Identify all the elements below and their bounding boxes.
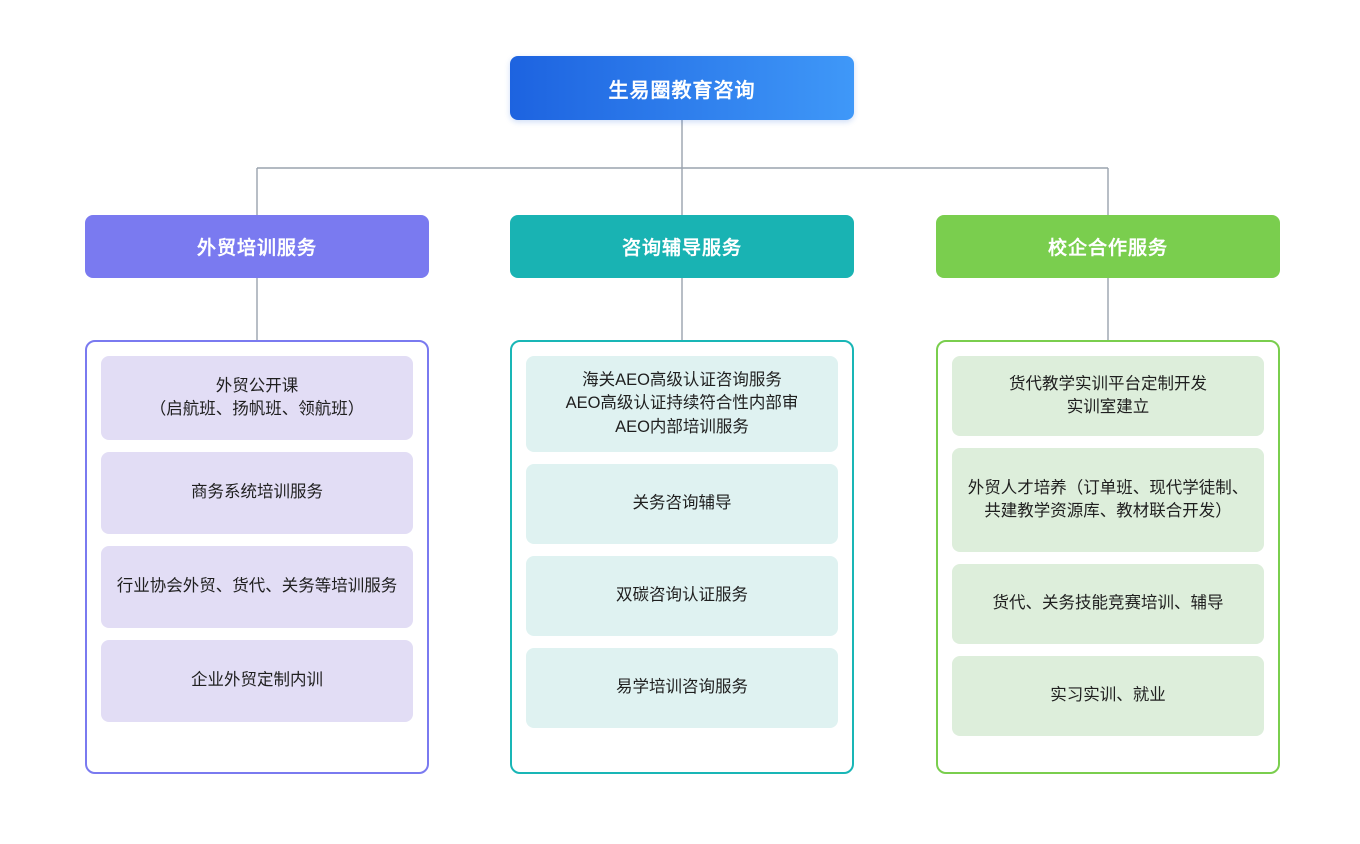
branch-body-school-enterprise-cooperation: 货代教学实训平台定制开发 实训室建立 外贸人才培养（订单班、现代学徒制、共建教学…	[936, 340, 1280, 774]
branch-header-consulting-tutoring[interactable]: 咨询辅导服务	[510, 215, 854, 278]
leaf-item[interactable]: 双碳咨询认证服务	[526, 556, 838, 636]
root-node[interactable]: 生易圈教育咨询	[510, 56, 854, 120]
branch-column-3: 校企合作服务 货代教学实训平台定制开发 实训室建立 外贸人才培养（订单班、现代学…	[936, 215, 1280, 774]
leaf-item[interactable]: 商务系统培训服务	[101, 452, 413, 534]
leaf-item[interactable]: 实习实训、就业	[952, 656, 1264, 736]
leaf-item[interactable]: 关务咨询辅导	[526, 464, 838, 544]
branch-column-2: 咨询辅导服务 海关AEO高级认证咨询服务 AEO高级认证持续符合性内部审 AEO…	[510, 215, 854, 774]
leaf-item[interactable]: 易学培训咨询服务	[526, 648, 838, 728]
leaf-item[interactable]: 外贸人才培养（订单班、现代学徒制、共建教学资源库、教材联合开发）	[952, 448, 1264, 552]
branch-column-1: 外贸培训服务 外贸公开课 （启航班、扬帆班、领航班） 商务系统培训服务 行业协会…	[85, 215, 429, 774]
leaf-item[interactable]: 行业协会外贸、货代、关务等培训服务	[101, 546, 413, 628]
branch-header-school-enterprise-cooperation[interactable]: 校企合作服务	[936, 215, 1280, 278]
leaf-item[interactable]: 外贸公开课 （启航班、扬帆班、领航班）	[101, 356, 413, 440]
leaf-item[interactable]: 企业外贸定制内训	[101, 640, 413, 722]
leaf-item[interactable]: 货代、关务技能竞赛培训、辅导	[952, 564, 1264, 644]
branch-header-foreign-trade-training[interactable]: 外贸培训服务	[85, 215, 429, 278]
leaf-item[interactable]: 海关AEO高级认证咨询服务 AEO高级认证持续符合性内部审 AEO内部培训服务	[526, 356, 838, 452]
leaf-item[interactable]: 货代教学实训平台定制开发 实训室建立	[952, 356, 1264, 436]
branch-body-consulting-tutoring: 海关AEO高级认证咨询服务 AEO高级认证持续符合性内部审 AEO内部培训服务 …	[510, 340, 854, 774]
branch-body-foreign-trade-training: 外贸公开课 （启航班、扬帆班、领航班） 商务系统培训服务 行业协会外贸、货代、关…	[85, 340, 429, 774]
